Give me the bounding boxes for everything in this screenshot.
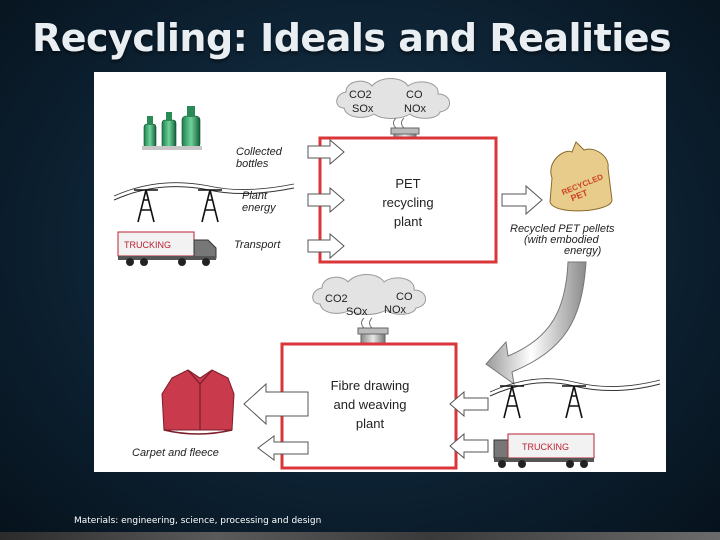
truck-icon-bottom: TRUCKING bbox=[493, 433, 595, 468]
gas-co2-bottom: CO2 bbox=[325, 293, 348, 305]
pet-plant-line1: PET bbox=[395, 176, 420, 191]
arrow-pellets-out bbox=[501, 184, 543, 216]
fibre-plant-box bbox=[280, 342, 458, 470]
label-carpet-fleece: Carpet and fleece bbox=[132, 447, 219, 459]
label-energy: energy bbox=[242, 202, 277, 214]
bottom-decor-strip bbox=[0, 532, 720, 540]
pet-plant-line3: plant bbox=[394, 214, 423, 229]
pellet-bag-icon: RECYCLED PET bbox=[549, 141, 613, 212]
fleece-jacket-icon bbox=[161, 369, 235, 435]
gas-co-top: CO bbox=[406, 89, 423, 101]
diagram-panel: CO2 CO SOx NOx PET recycling plant Colle… bbox=[94, 72, 666, 472]
fibre-plant-line1: Fibre drawing bbox=[331, 378, 410, 393]
fibre-plant-line2: and weaving bbox=[334, 397, 407, 412]
bottles-icon bbox=[142, 106, 202, 150]
slide-title: Recycling: Ideals and Realities bbox=[32, 16, 672, 60]
label-bottles: bottles bbox=[236, 158, 269, 170]
emission-cloud-top: CO2 CO SOx NOx bbox=[336, 78, 450, 119]
fibre-plant-line3: plant bbox=[356, 416, 385, 431]
arrow-bottles-in bbox=[307, 138, 345, 166]
gas-co2-top: CO2 bbox=[349, 89, 372, 101]
truck-icon-top: TRUCKING bbox=[117, 231, 217, 266]
recycling-diagram: CO2 CO SOx NOx PET recycling plant Colle… bbox=[113, 78, 661, 470]
label-pellets-line1: Recycled PET pellets bbox=[510, 223, 615, 235]
pet-plant-box bbox=[318, 136, 498, 264]
label-plant: Plant bbox=[242, 190, 268, 202]
gas-nox-top: NOx bbox=[404, 103, 427, 115]
gas-co-bottom: CO bbox=[396, 291, 413, 303]
label-pellets-line2: (with embodied bbox=[524, 234, 599, 246]
label-transport: Transport bbox=[234, 239, 281, 251]
label-pellets-line3: energy) bbox=[564, 245, 602, 257]
label-collected: Collected bbox=[236, 146, 283, 158]
arrow-energy-in-bottom bbox=[449, 390, 489, 418]
power-pylon-icon-bottom bbox=[489, 378, 661, 419]
gas-sox-top: SOx bbox=[352, 103, 374, 115]
truck-bottom-label: TRUCKING bbox=[522, 442, 569, 452]
pet-plant-line2: recycling bbox=[382, 195, 433, 210]
arrow-transport-in bbox=[307, 232, 345, 260]
arrow-energy-in bbox=[307, 186, 345, 214]
gas-nox-bottom: NOx bbox=[384, 304, 407, 316]
arrow-transport-in-bottom bbox=[449, 432, 489, 460]
arrow-fleece-out bbox=[243, 382, 309, 426]
slide-footer: Materials: engineering, science, process… bbox=[74, 516, 322, 526]
power-pylon-icon-top bbox=[113, 182, 295, 223]
arrow-carpet-out bbox=[257, 435, 309, 461]
arrow-pellets-to-fibre bbox=[485, 261, 587, 386]
gas-sox-bottom: SOx bbox=[346, 306, 368, 318]
truck-top-label: TRUCKING bbox=[124, 240, 171, 250]
emission-cloud-bottom: CO2 CO SOx NOx bbox=[312, 274, 426, 318]
